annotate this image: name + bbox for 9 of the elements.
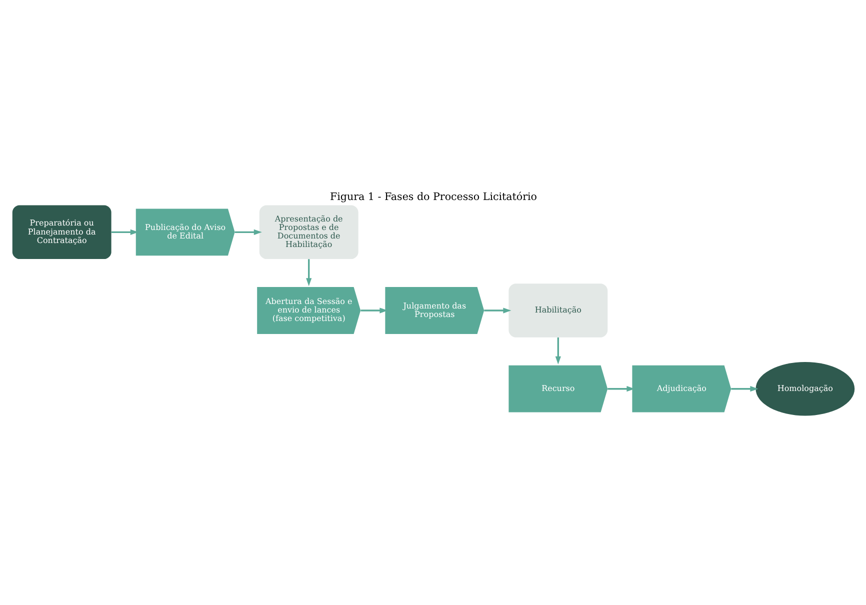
arrow [484,308,511,314]
arrow [360,308,388,314]
arrow [730,386,758,392]
arrow [607,386,634,392]
arrow [306,259,312,286]
arrow [234,229,262,235]
diagram-title: Figura 1 - Fases do Processo Licitatório [329,190,537,203]
arrow [554,337,560,364]
arrow [110,229,138,235]
